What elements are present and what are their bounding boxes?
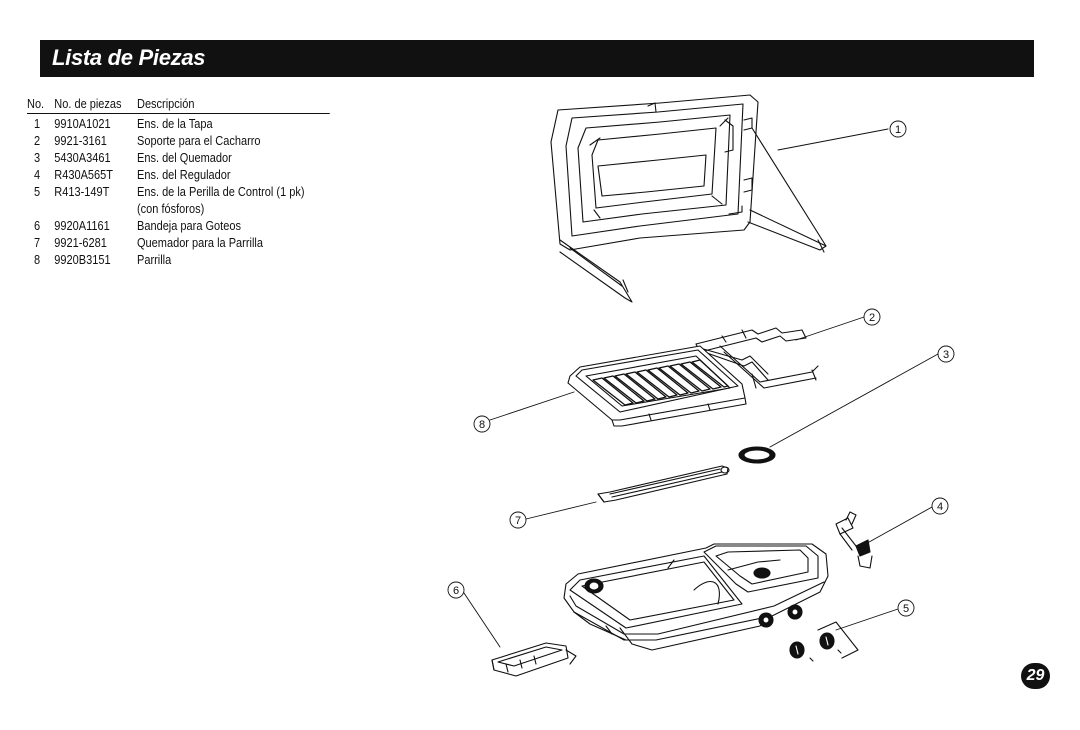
row-number: 2 <box>34 134 41 148</box>
row-description: Ens. del Quemador <box>137 151 232 165</box>
table-row: 8 9920B3151 Parrilla <box>27 252 330 269</box>
table-row: 6 9920A1161 Bandeja para Goteos <box>27 218 330 235</box>
parts-table-header: No. No. de piezas Descripción <box>27 96 330 114</box>
row-part-number: 9920B3151 <box>54 253 111 267</box>
row-number: 7 <box>34 236 41 250</box>
callout-8: 8 <box>473 415 491 433</box>
grill-grate-drawing <box>567 345 747 427</box>
svg-text:8: 8 <box>479 419 485 431</box>
column-header-description: Descripción <box>137 97 195 111</box>
row-part-number: 9920A1161 <box>54 219 110 233</box>
row-part-number: 9921-6281 <box>54 236 107 250</box>
svg-text:4: 4 <box>937 501 943 513</box>
column-header-part-number: No. de piezas <box>54 97 122 111</box>
table-row: 7 9921-6281 Quemador para la Parrilla <box>27 235 330 252</box>
regulator-drawing <box>835 511 873 569</box>
row-number: 6 <box>34 219 41 233</box>
parts-list-table: No. No. de piezas Descripción 1 9910A102… <box>27 96 330 269</box>
row-part-number: R413-149T <box>54 185 110 199</box>
row-description: Soporte para el Cacharro <box>137 134 261 148</box>
callout-4: 4 <box>931 497 949 515</box>
row-number: 4 <box>34 168 41 182</box>
row-description: Ens. de la Tapa <box>137 117 213 131</box>
row-part-number: R430A565T <box>54 168 113 182</box>
row-number: 5 <box>34 185 41 199</box>
callout-5: 5 <box>897 599 915 617</box>
page-title: Lista de Piezas <box>52 45 206 70</box>
page-number-badge: 29 <box>1021 663 1050 689</box>
parts-table-body: 1 9910A1021 Ens. de la Tapa 2 9921-3161 … <box>27 114 330 269</box>
pan-support-drawing <box>695 327 819 389</box>
table-row: 4 R430A565T Ens. del Regulador <box>27 167 330 184</box>
svg-text:5: 5 <box>903 603 909 615</box>
row-number: 8 <box>34 253 41 267</box>
row-description: Ens. de la Perilla de Control (1 pk) <box>137 185 305 199</box>
table-row: (con fósforos) <box>27 201 330 218</box>
burner-cap-drawing <box>738 446 776 464</box>
section-header-bar <box>40 40 1034 77</box>
svg-text:6: 6 <box>453 585 459 597</box>
lid-assembly-drawing <box>550 94 827 303</box>
svg-text:1: 1 <box>895 124 901 136</box>
callout-2: 2 <box>863 308 881 326</box>
drip-tray-drawing <box>491 642 577 677</box>
row-number: 1 <box>34 117 41 131</box>
row-description: Parrilla <box>137 253 172 267</box>
burner-tube-drawing <box>597 465 730 503</box>
row-part-number: 9910A1021 <box>54 117 111 131</box>
column-header-no: No. <box>27 97 45 111</box>
row-part-number: 9921-3161 <box>54 134 107 148</box>
svg-text:3: 3 <box>943 349 949 361</box>
stove-base-drawing <box>563 543 829 651</box>
callout-6: 6 <box>447 581 465 599</box>
table-row: 2 9921-3161 Soporte para el Cacharro <box>27 133 330 150</box>
row-number: 3 <box>34 151 41 165</box>
row-description: Quemador para la Parrilla <box>137 236 263 250</box>
row-part-number: 5430A3461 <box>54 151 111 165</box>
callout-1: 1 <box>889 120 907 138</box>
svg-text:7: 7 <box>515 515 521 527</box>
callout-leader-lines <box>461 128 939 648</box>
table-row: 5 R413-149T Ens. de la Perilla de Contro… <box>27 184 330 201</box>
svg-text:2: 2 <box>869 312 875 324</box>
callout-3: 3 <box>937 345 955 363</box>
row-description: Bandeja para Goteos <box>137 219 241 233</box>
row-description: Ens. del Regulador <box>137 168 231 182</box>
row-description: (con fósforos) <box>137 202 205 216</box>
callout-7: 7 <box>509 511 527 529</box>
table-row: 1 9910A1021 Ens. de la Tapa <box>27 116 330 133</box>
table-row: 3 5430A3461 Ens. del Quemador <box>27 150 330 167</box>
control-knobs-drawing <box>789 621 859 662</box>
